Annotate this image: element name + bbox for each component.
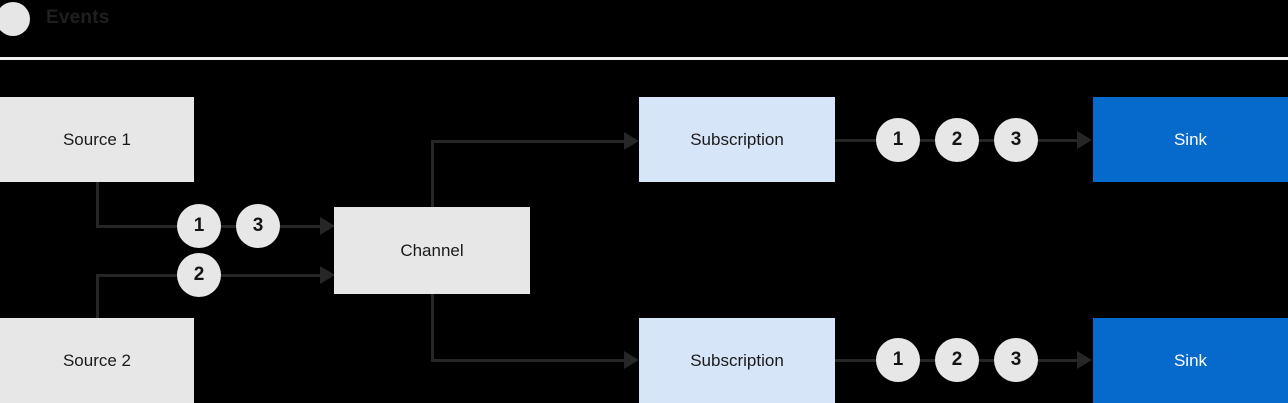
arrowhead-subscription-bottom-to-sink xyxy=(1077,351,1092,369)
header-divider xyxy=(0,57,1288,60)
node-sink-top[interactable]: Sink xyxy=(1093,97,1288,182)
connector-source2-vertical xyxy=(96,274,99,320)
node-channel-label: Channel xyxy=(400,240,464,260)
arrowhead-channel-to-subscription-bottom xyxy=(624,351,639,369)
event-badge-sink-lane-bottom-3: 3 xyxy=(994,338,1038,382)
node-sink-bottom[interactable]: Sink xyxy=(1093,318,1288,403)
event-badge-source-lane-bottom-1: 2 xyxy=(177,253,221,297)
event-badge-sink-lane-top-3: 3 xyxy=(994,118,1038,162)
node-sink-bottom-label: Sink xyxy=(1173,350,1208,370)
node-subscription-top-label: Subscription xyxy=(690,129,784,149)
event-badge-sink-lane-top-2: 2 xyxy=(935,118,979,162)
node-channel[interactable]: Channel xyxy=(334,207,530,294)
node-subscription-top[interactable]: Subscription xyxy=(639,97,835,182)
event-badge-sink-lane-bottom-2: 2 xyxy=(935,338,979,382)
connector-channel-to-subscription-bottom xyxy=(431,359,629,362)
connector-channel-up xyxy=(431,140,434,210)
event-badge-source-lane-top-2: 3 xyxy=(236,204,280,248)
node-sink-top-label: Sink xyxy=(1173,129,1208,149)
connector-source1-vertical xyxy=(96,181,99,228)
node-source-2[interactable]: Source 2 xyxy=(0,318,194,403)
node-subscription-bottom[interactable]: Subscription xyxy=(639,318,835,403)
connector-channel-down xyxy=(431,292,434,362)
event-badge-source-lane-top-1: 1 xyxy=(177,204,221,248)
node-subscription-bottom-label: Subscription xyxy=(690,350,784,370)
node-source-1-label: Source 1 xyxy=(62,129,132,149)
event-badge-sink-lane-top-1: 1 xyxy=(876,118,920,162)
arrowhead-source1-to-channel xyxy=(320,217,335,235)
arrowhead-source2-to-channel xyxy=(320,266,335,284)
arrowhead-channel-to-subscription-top xyxy=(624,132,639,150)
event-badge-sink-lane-bottom-1: 1 xyxy=(876,338,920,382)
event-dot-icon xyxy=(0,2,30,36)
legend-label: Events xyxy=(46,7,110,28)
arrowhead-subscription-top-to-sink xyxy=(1077,131,1092,149)
connector-channel-to-subscription-top xyxy=(431,140,629,143)
node-source-2-label: Source 2 xyxy=(62,350,132,370)
node-source-1[interactable]: Source 1 xyxy=(0,97,194,182)
